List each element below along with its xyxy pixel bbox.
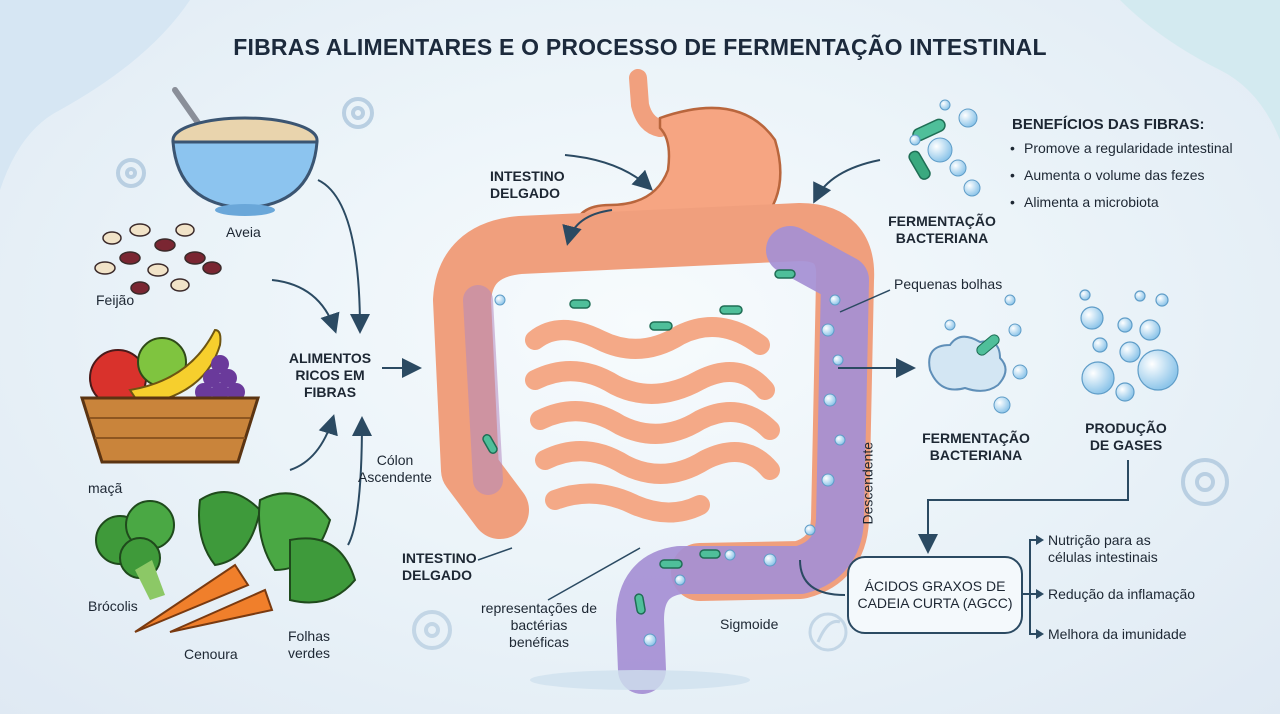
leader-line xyxy=(564,154,653,191)
oat-bowl-icon xyxy=(171,87,319,216)
shadow-ellipse xyxy=(530,670,750,690)
outcome-item: Nutrição para as células intestinais xyxy=(1048,532,1158,565)
flow-arrow xyxy=(813,159,881,204)
gear-icon xyxy=(1181,458,1229,506)
gas-bubbles-icon xyxy=(1079,289,1179,402)
arrow-heads xyxy=(1036,535,1044,639)
corner-decoration-right xyxy=(1120,0,1280,140)
small-intestine-icon xyxy=(525,317,780,523)
flow-arrow xyxy=(289,414,338,471)
label-producao-gases: PRODUÇÃO DE GASES xyxy=(1085,420,1167,453)
label-intestino-delgado-top: INTESTINO DELGADO xyxy=(490,168,565,201)
outcome-item: Melhora da imunidade xyxy=(1048,626,1187,642)
label-descendente: Descendente xyxy=(859,441,876,525)
label-intestino-delgado-bottom: INTESTINO DELGADO xyxy=(402,550,477,583)
benefit-item: Alimenta a microbiota xyxy=(1010,194,1270,211)
bacteria-cluster-icon xyxy=(908,99,981,197)
leader-line xyxy=(477,547,513,561)
label-fermentacao-top: FERMENTAÇÃO BACTERIANA xyxy=(888,213,996,246)
leaf-icon xyxy=(808,612,848,652)
label-brocolis: Brócolis xyxy=(88,598,138,614)
flow-arrow xyxy=(799,559,846,596)
label-cenoura: Cenoura xyxy=(184,646,238,662)
bacteria-icon xyxy=(482,269,796,615)
outcome-item: Redução da inflamação xyxy=(1048,586,1196,602)
label-fermentacao-mid: FERMENTAÇÃO BACTERIANA xyxy=(922,430,1030,463)
label-colon-ascendente: Cólon Ascendente xyxy=(358,452,432,485)
benefits-title: BENEFÍCIOS DAS FIBRAS: xyxy=(1012,116,1205,133)
page-title: FIBRAS ALIMENTARES E O PROCESSO DE FERME… xyxy=(233,34,1047,60)
label-sigmoide: Sigmoide xyxy=(720,616,779,632)
benefits-list: Promove a regularidade intestinal Aument… xyxy=(1010,140,1270,221)
label-pequenas-bolhas: Pequenas bolhas xyxy=(894,276,1003,292)
flow-arrow xyxy=(271,279,340,334)
label-aveia: Aveia xyxy=(226,224,261,240)
fermentation-cloud-icon xyxy=(928,294,1028,414)
beans-icon xyxy=(94,223,222,295)
flow-arrow xyxy=(317,179,370,334)
benefit-item: Aumenta o volume das fezes xyxy=(1010,167,1270,184)
leader-line xyxy=(562,209,613,246)
label-bacterias-beneficas: representações de bactérias benéficas xyxy=(481,600,597,650)
corner-decoration-left xyxy=(0,0,190,190)
leader-line xyxy=(547,547,641,601)
bubbles-icon xyxy=(494,294,846,647)
gear-icon xyxy=(116,158,146,188)
label-alimentos-ricos: ALIMENTOS RICOS EM FIBRAS xyxy=(288,350,372,400)
gear-icon xyxy=(412,610,452,650)
vegetables-icon xyxy=(95,491,357,633)
flow-arrow xyxy=(918,460,1129,554)
benefit-item: Promove a regularidade intestinal xyxy=(1010,140,1270,157)
gear-icon xyxy=(342,97,374,129)
branch-arrows xyxy=(1020,539,1042,635)
fruit-basket-icon xyxy=(79,328,261,464)
label-feijao: Feijão xyxy=(96,292,135,308)
agcc-label: ÁCIDOS GRAXOS DE CADEIA CURTA (AGCC) xyxy=(857,578,1013,611)
label-folhas-verdes: Folhas verdes xyxy=(287,628,331,661)
agcc-box: ÁCIDOS GRAXOS DE CADEIA CURTA (AGCC) xyxy=(847,556,1023,634)
label-maca: maçã xyxy=(88,480,123,496)
leader-line xyxy=(839,289,891,313)
flow-arrow xyxy=(347,416,372,546)
